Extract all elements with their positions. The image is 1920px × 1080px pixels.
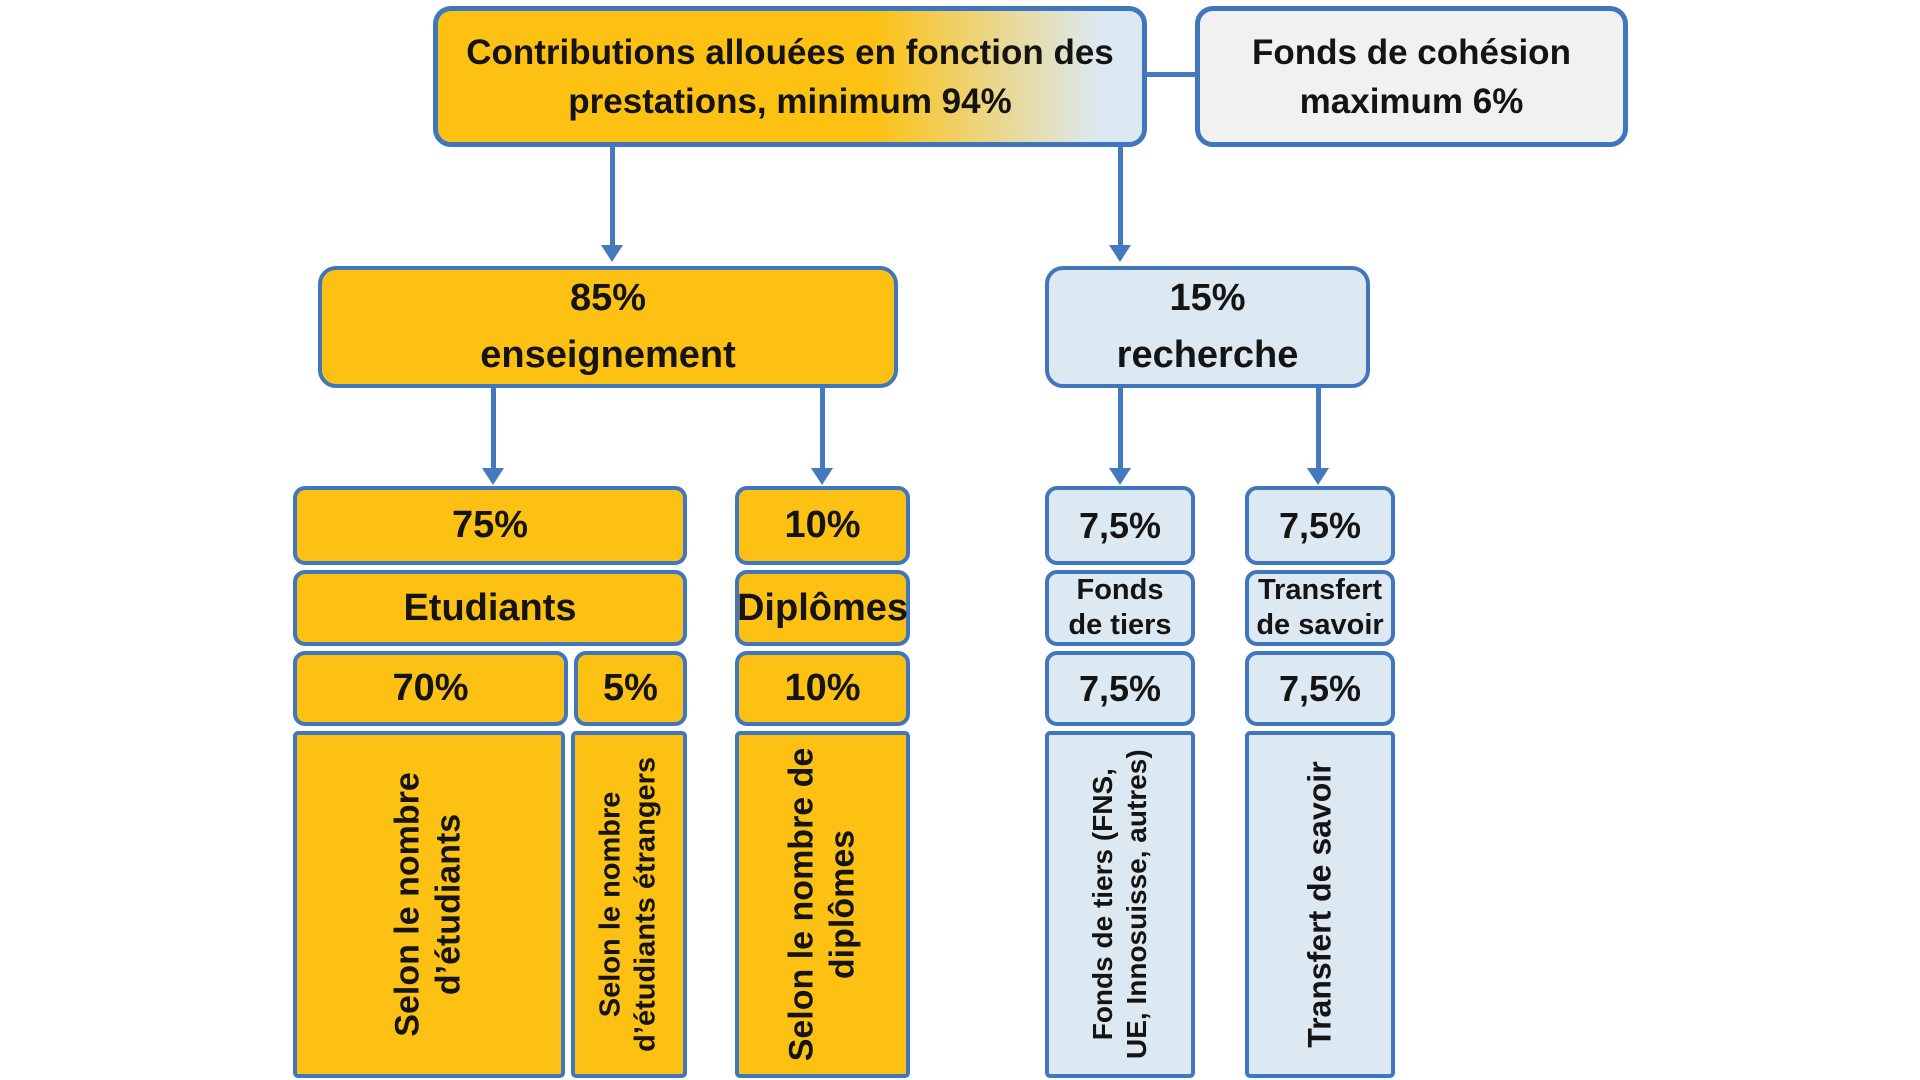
diplomas-detail-share: 10%	[784, 667, 861, 709]
students-share-box: 75%	[293, 486, 687, 565]
diplomas-category: Diplômes	[736, 586, 909, 629]
vertical-text-line: Selon le nombre	[388, 772, 427, 1037]
arrowhead-down-icon	[1109, 468, 1131, 485]
knowledge-detail-text: Transfert de savoir	[1300, 735, 1339, 1075]
arrowhead-down-icon	[811, 468, 833, 485]
arrowhead-down-icon	[1109, 245, 1131, 262]
research-label: recherche	[1116, 334, 1299, 376]
thirdparty-share-box: 7,5%	[1045, 486, 1195, 565]
vertical-text-line: UE, Innosuisse, autres)	[1121, 749, 1152, 1060]
thirdparty-category-line1: Fonds	[1076, 574, 1164, 607]
students-domestic-share: 70%	[392, 667, 469, 709]
thirdparty-category-line2: de tiers	[1068, 609, 1172, 641]
root-contributions-line1: Contributions allouées en fonction des	[466, 32, 1114, 72]
students-domestic-detail-box: Selon le nombre d’étudiants	[293, 731, 565, 1078]
root-contributions-box: Contributions allouées en fonction des p…	[433, 6, 1147, 147]
knowledge-detail-box: Transfert de savoir	[1245, 731, 1395, 1078]
vertical-text-line: d’étudiants étrangers	[630, 757, 662, 1052]
thirdparty-detail-share-box: 7,5%	[1045, 651, 1195, 726]
vertical-text-line: Selon le nombre de	[782, 747, 821, 1062]
students-domestic-share-box: 70%	[293, 651, 568, 726]
diplomas-detail-share-box: 10%	[735, 651, 910, 726]
cohesion-fund-line2: maximum 6%	[1299, 81, 1524, 121]
teaching-percent: 85%	[569, 277, 647, 319]
arrowhead-down-icon	[482, 468, 504, 485]
knowledge-detail-share-box: 7,5%	[1245, 651, 1395, 726]
diplomas-share-box: 10%	[735, 486, 910, 565]
students-foreign-share-box: 5%	[574, 651, 687, 726]
arrow-shaft	[610, 147, 615, 246]
knowledge-share-box: 7,5%	[1245, 486, 1395, 565]
vertical-text-line: diplômes	[823, 829, 862, 980]
arrow-shaft	[491, 388, 496, 469]
thirdparty-detail-box: Fonds de tiers (FNS, UE, Innosuisse, aut…	[1045, 731, 1195, 1078]
root-contributions-line2: prestations, minimum 94%	[568, 81, 1012, 121]
knowledge-detail-share: 7,5%	[1278, 667, 1362, 709]
students-foreign-detail-text: Selon le nombre d’étudiants étrangers	[594, 737, 665, 1073]
teaching-box: 85% enseignement	[318, 266, 898, 388]
diplomas-detail-text: Selon le nombre de diplômes	[781, 740, 864, 1070]
vertical-text-line: d’étudiants	[430, 813, 468, 996]
arrow-shaft	[1316, 388, 1321, 469]
diplomas-detail-box: Selon le nombre de diplômes	[735, 731, 910, 1078]
diplomas-category-box: Diplômes	[735, 570, 910, 646]
arrow-shaft	[1118, 388, 1123, 469]
knowledge-category-line1: Transfert	[1257, 574, 1383, 607]
cohesion-fund-box: Fonds de cohésion maximum 6%	[1195, 6, 1628, 147]
arrow-shaft	[1118, 147, 1123, 246]
students-share: 75%	[451, 504, 529, 546]
knowledge-share: 7,5%	[1278, 504, 1362, 546]
teaching-label: enseignement	[480, 334, 736, 376]
students-foreign-detail-box: Selon le nombre d’étudiants étrangers	[571, 731, 687, 1078]
connector-root-cohesion	[1144, 72, 1198, 77]
students-foreign-share: 5%	[603, 667, 658, 709]
research-box: 15% recherche	[1045, 266, 1370, 388]
thirdparty-category-box: Fonds de tiers	[1045, 570, 1195, 646]
thirdparty-share: 7,5%	[1078, 504, 1162, 546]
research-percent: 15%	[1169, 277, 1246, 319]
thirdparty-detail-text: Fonds de tiers (FNS, UE, Innosuisse, aut…	[1086, 735, 1154, 1075]
arrowhead-down-icon	[601, 245, 623, 262]
vertical-text-line: Selon le nombre	[594, 791, 627, 1018]
knowledge-category-box: Transfert de savoir	[1245, 570, 1395, 646]
vertical-text-line: Transfert de savoir	[1301, 761, 1338, 1048]
students-category: Etudiants	[403, 586, 577, 629]
vertical-text-line: Fonds de tiers (FNS,	[1086, 768, 1118, 1041]
arrow-shaft	[820, 388, 825, 469]
knowledge-category-line2: de savoir	[1256, 609, 1384, 641]
diplomas-share: 10%	[784, 504, 861, 546]
cohesion-fund-line1: Fonds de cohésion	[1252, 32, 1571, 72]
students-category-box: Etudiants	[293, 570, 687, 646]
thirdparty-detail-share: 7,5%	[1078, 667, 1162, 709]
students-domestic-detail-text: Selon le nombre d’étudiants	[388, 740, 471, 1070]
arrowhead-down-icon	[1307, 468, 1329, 485]
